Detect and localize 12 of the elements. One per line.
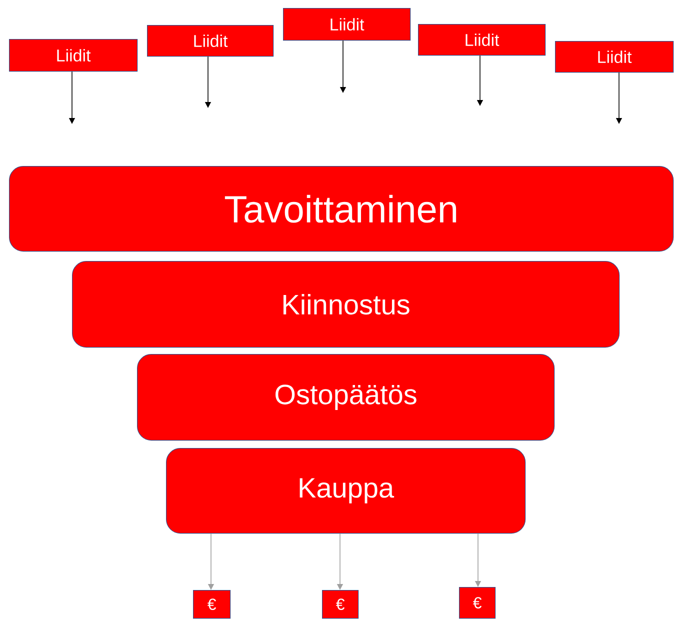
euro-box: € bbox=[193, 590, 231, 619]
euro-box: € bbox=[322, 590, 359, 619]
funnel-stage-box: Kiinnostus bbox=[72, 261, 620, 348]
lead-box: Liidit bbox=[418, 24, 546, 56]
lead-box: Liidit bbox=[555, 41, 674, 73]
lead-box: Liidit bbox=[147, 25, 274, 57]
funnel-stage-box: Ostopäätös bbox=[137, 354, 555, 441]
lead-box: Liidit bbox=[283, 8, 411, 41]
funnel-stage-box: Kauppa bbox=[166, 448, 526, 534]
euro-box: € bbox=[459, 587, 496, 619]
funnel-stage-box: Tavoittaminen bbox=[9, 166, 674, 252]
lead-box: Liidit bbox=[9, 39, 138, 72]
